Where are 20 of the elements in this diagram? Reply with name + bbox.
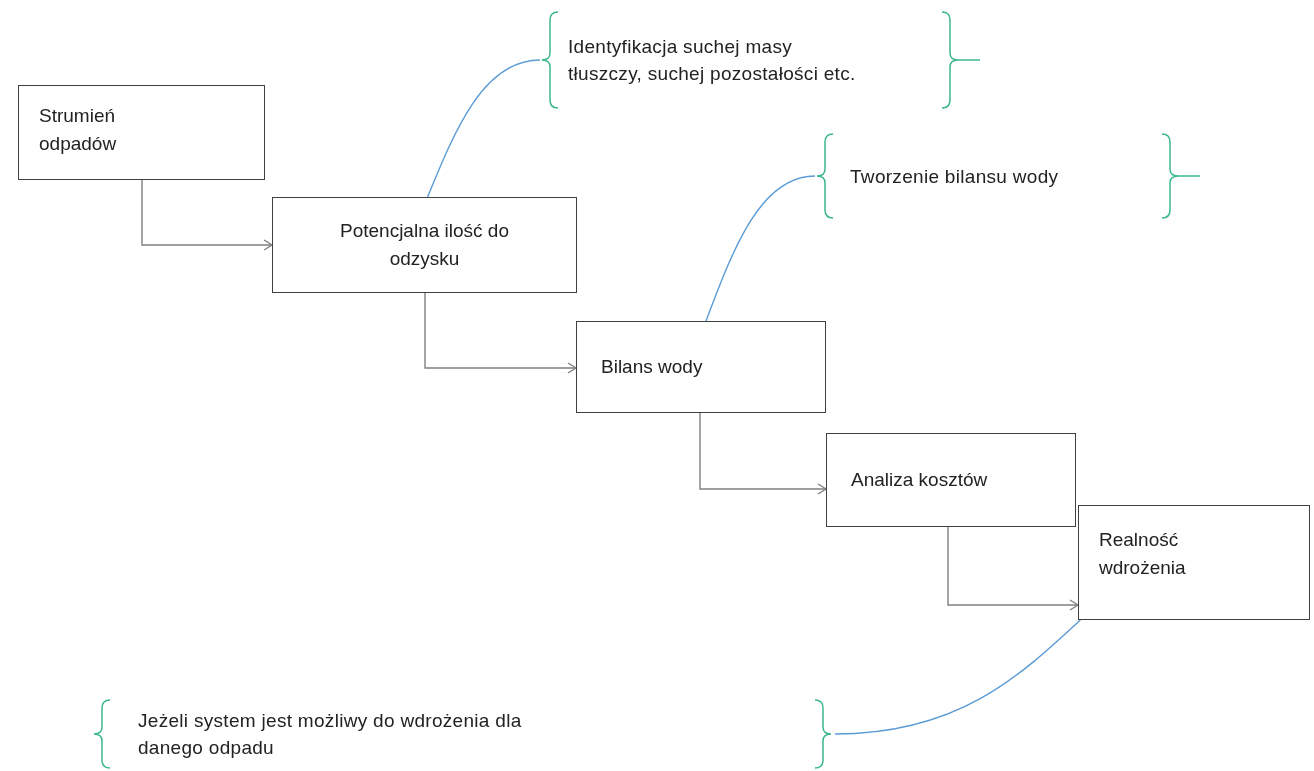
process-box bbox=[576, 321, 826, 413]
process-box bbox=[826, 433, 1076, 527]
arrow bbox=[699, 412, 827, 495]
box-text: Realność wdrożenia bbox=[1099, 528, 1187, 580]
box-text: Strumień odpadów bbox=[39, 104, 118, 156]
box-text: Analiza kosztów bbox=[851, 468, 988, 492]
process-box bbox=[1078, 505, 1310, 620]
leader-line bbox=[705, 175, 816, 322]
arrow bbox=[947, 526, 1079, 611]
leader-line bbox=[834, 619, 1081, 735]
process-box bbox=[18, 85, 265, 180]
arrow bbox=[424, 292, 577, 374]
note-text: Identyfikacja suchej masy tłuszczy, suchej pozostałości etc. bbox=[568, 35, 857, 86]
process-box bbox=[272, 197, 577, 293]
note-text: Tworzenie bilansu wody bbox=[850, 164, 1059, 189]
arrow bbox=[141, 179, 273, 251]
leader-line bbox=[426, 59, 541, 198]
box-text: Bilans wody bbox=[601, 355, 703, 379]
note-text: Jeżeli system jest możliwy do wdrożenia dla danego odpadu bbox=[138, 709, 523, 760]
box-text: Potencjalna ilość do odzysku bbox=[339, 219, 510, 271]
